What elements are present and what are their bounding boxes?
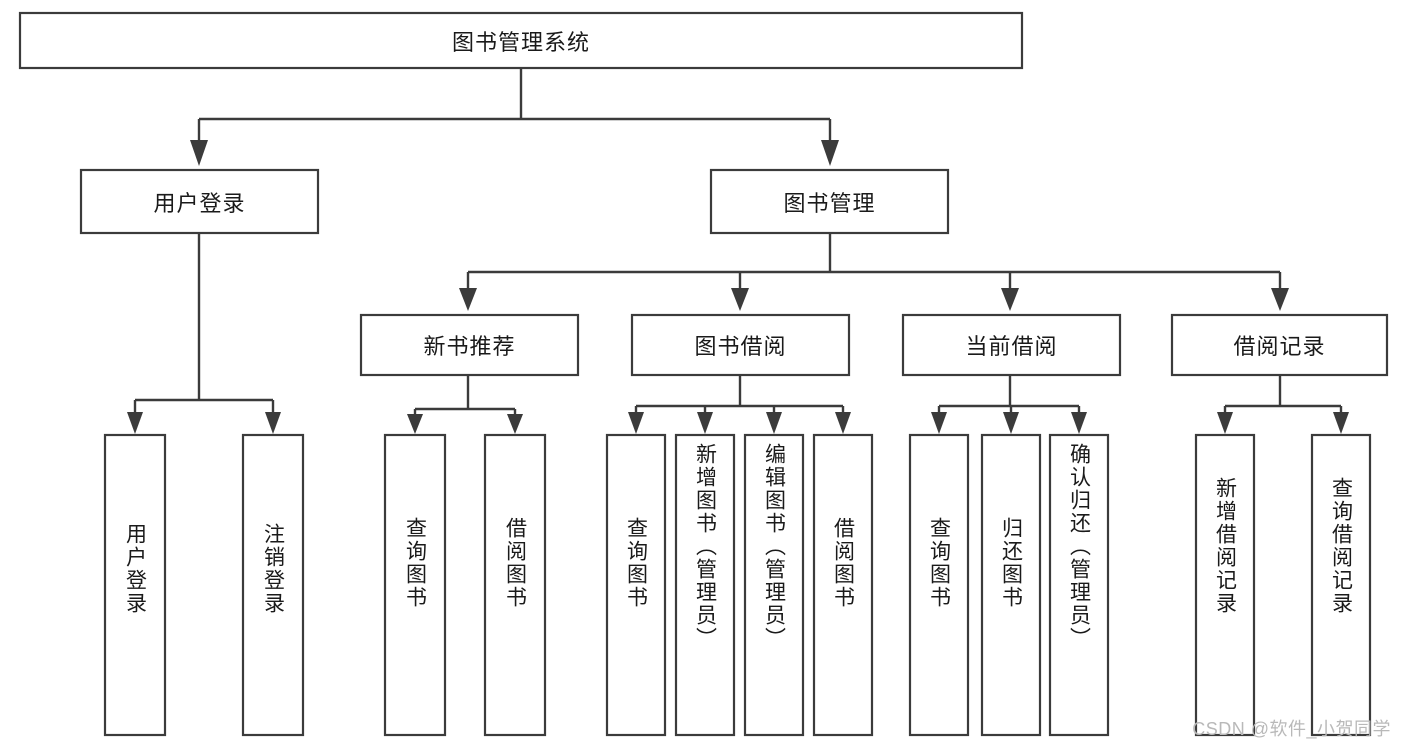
arrow-head-leaf-8 xyxy=(835,412,851,434)
arrow-head-leaf-7 xyxy=(766,412,782,434)
connector-group-borrow-record-leaves xyxy=(1217,375,1349,434)
leaf-box-borrow-book-rec[interactable] xyxy=(483,433,547,737)
leaf-box-return-book[interactable] xyxy=(980,433,1042,737)
leaf-box-query-book-borrow[interactable] xyxy=(605,433,667,737)
leaf-box-add-book-admin[interactable] xyxy=(674,433,736,737)
arrow-head-new-book-rec xyxy=(459,288,477,311)
node-box-book-borrow[interactable] xyxy=(630,313,851,377)
leaf-box-edit-book-admin[interactable] xyxy=(743,433,805,737)
arrow-head-leaf-11 xyxy=(1071,412,1087,434)
arrow-head-leaf-5 xyxy=(628,412,644,434)
node-box-borrow-record[interactable] xyxy=(1170,313,1389,377)
arrow-head-leaf-3 xyxy=(407,414,423,434)
arrow-head-leaf-13 xyxy=(1333,412,1349,434)
arrow-head-leaf-6 xyxy=(697,412,713,434)
arrow-head-leaf-2 xyxy=(265,412,281,434)
node-box-new-book-recommend[interactable] xyxy=(359,313,580,377)
connector-group-book-borrow-leaves xyxy=(628,375,851,434)
leaf-box-query-book-rec[interactable] xyxy=(383,433,447,737)
arrow-head-leaf-4 xyxy=(507,414,523,434)
leaf-box-add-borrow-record[interactable] xyxy=(1194,433,1256,737)
leaf-box-confirm-return-admin[interactable] xyxy=(1048,433,1110,737)
leaf-box-borrow-book[interactable] xyxy=(812,433,874,737)
node-box-user-login[interactable] xyxy=(79,168,320,235)
arrow-head-leaf-10 xyxy=(1003,412,1019,434)
leaf-box-user-login[interactable] xyxy=(103,433,167,737)
arrow-head-leaf-12 xyxy=(1217,412,1233,434)
node-box-book-management[interactable] xyxy=(709,168,950,235)
arrow-head-user-login xyxy=(190,140,208,166)
arrow-head-current-borrow xyxy=(1001,288,1019,311)
leaf-box-query-book-current[interactable] xyxy=(908,433,970,737)
arrow-head-book-borrow xyxy=(731,288,749,311)
node-box-current-borrow[interactable] xyxy=(901,313,1122,377)
connector-group-root-to-level2 xyxy=(190,68,839,166)
node-box-root[interactable] xyxy=(18,11,1024,70)
leaf-box-logout-login[interactable] xyxy=(241,433,305,737)
arrow-head-book-mgmt xyxy=(821,140,839,166)
arrow-head-borrow-record xyxy=(1271,288,1289,311)
connector-group-new-book-rec-leaves xyxy=(407,375,523,434)
connector-group-book-mgmt-to-level3 xyxy=(459,233,1289,311)
arrow-head-leaf-9 xyxy=(931,412,947,434)
arrow-head-leaf-1 xyxy=(127,412,143,434)
connector-group-user-login-leaves xyxy=(127,233,281,434)
leaf-box-query-borrow-record[interactable] xyxy=(1310,433,1372,737)
connector-group-current-borrow-leaves xyxy=(931,375,1087,434)
